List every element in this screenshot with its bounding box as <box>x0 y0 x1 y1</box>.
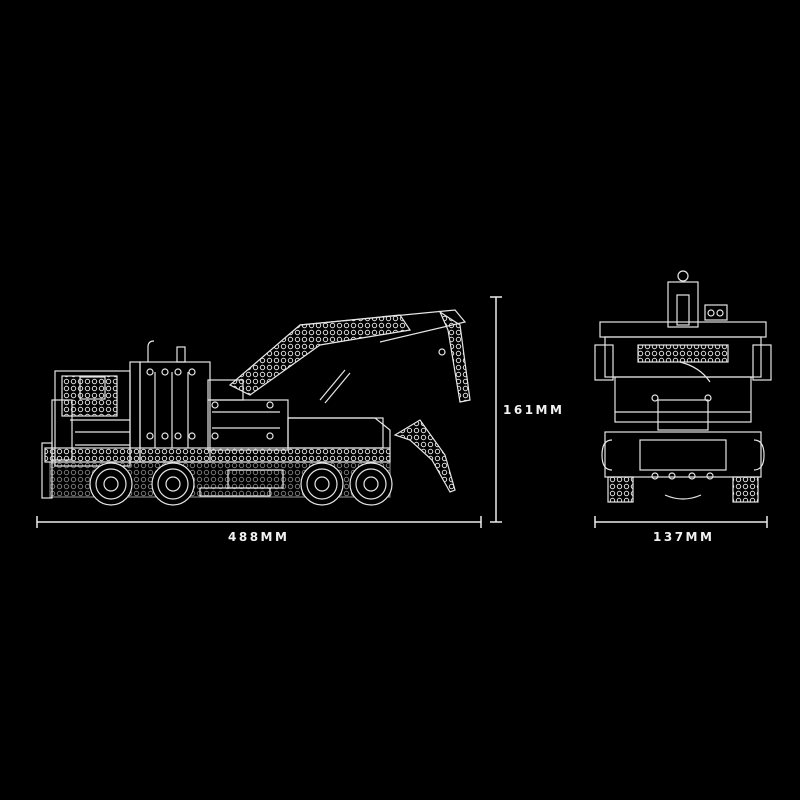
width-dimension-line <box>594 516 768 528</box>
width-dimension-label: 137MM <box>653 530 715 544</box>
length-dimension-line <box>36 516 482 528</box>
length-dimension-label: 488MM <box>228 530 290 544</box>
height-dimension-line <box>490 296 502 523</box>
height-dimension-label: 161MM <box>503 403 565 417</box>
wheels <box>89 462 393 506</box>
side-view-truck <box>41 309 471 506</box>
front-view-truck <box>594 270 772 503</box>
